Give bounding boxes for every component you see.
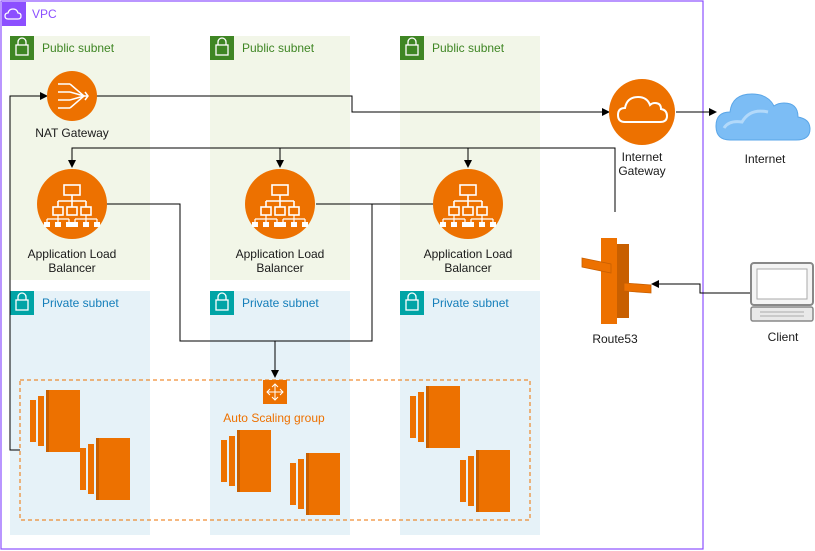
connector-client-to-route53 <box>651 280 750 294</box>
vpc-boundary <box>0 0 704 550</box>
client-label: Client <box>767 330 799 344</box>
nat-gateway-label: NAT Gateway <box>35 126 109 140</box>
load-balancer-icon <box>37 169 107 239</box>
load-balancer-icon <box>245 169 315 239</box>
vpc-label: VPC <box>32 7 57 21</box>
connector-nat-to-igw <box>96 95 610 116</box>
lock-icon <box>210 291 234 315</box>
public-subnet-3 <box>400 36 540 280</box>
private-subnet-label: Private subnet <box>42 296 119 310</box>
vpc-icon <box>2 2 26 26</box>
internet-gateway-icon <box>609 79 675 145</box>
public-subnet-label: Public subnet <box>42 41 115 55</box>
connector-alb1-to-asg <box>107 203 279 378</box>
connector-alb2-to-asg <box>275 203 373 342</box>
nat-gateway-icon <box>47 71 97 121</box>
load-balancer-icon <box>433 169 503 239</box>
route53-label: Route53 <box>592 332 638 346</box>
lock-icon <box>10 291 34 315</box>
client-computer-icon <box>750 262 814 322</box>
lock-icon <box>210 36 234 60</box>
lock-icon <box>400 36 424 60</box>
auto-scaling-group-label: Auto Scaling group <box>223 411 325 425</box>
private-subnet-label: Private subnet <box>432 296 509 310</box>
auto-scaling-icon <box>263 380 287 404</box>
cloud-icon <box>715 93 811 141</box>
public-subnet-label: Public subnet <box>432 41 505 55</box>
lock-icon <box>10 36 34 60</box>
public-subnet-label: Public subnet <box>242 41 315 55</box>
lock-icon <box>400 291 424 315</box>
internet-label: Internet <box>744 152 786 166</box>
private-subnet-label: Private subnet <box>242 296 319 310</box>
connector-ec2-to-nat <box>9 92 48 451</box>
connector-igw-to-albs <box>68 147 616 212</box>
route53-icon <box>581 238 652 324</box>
